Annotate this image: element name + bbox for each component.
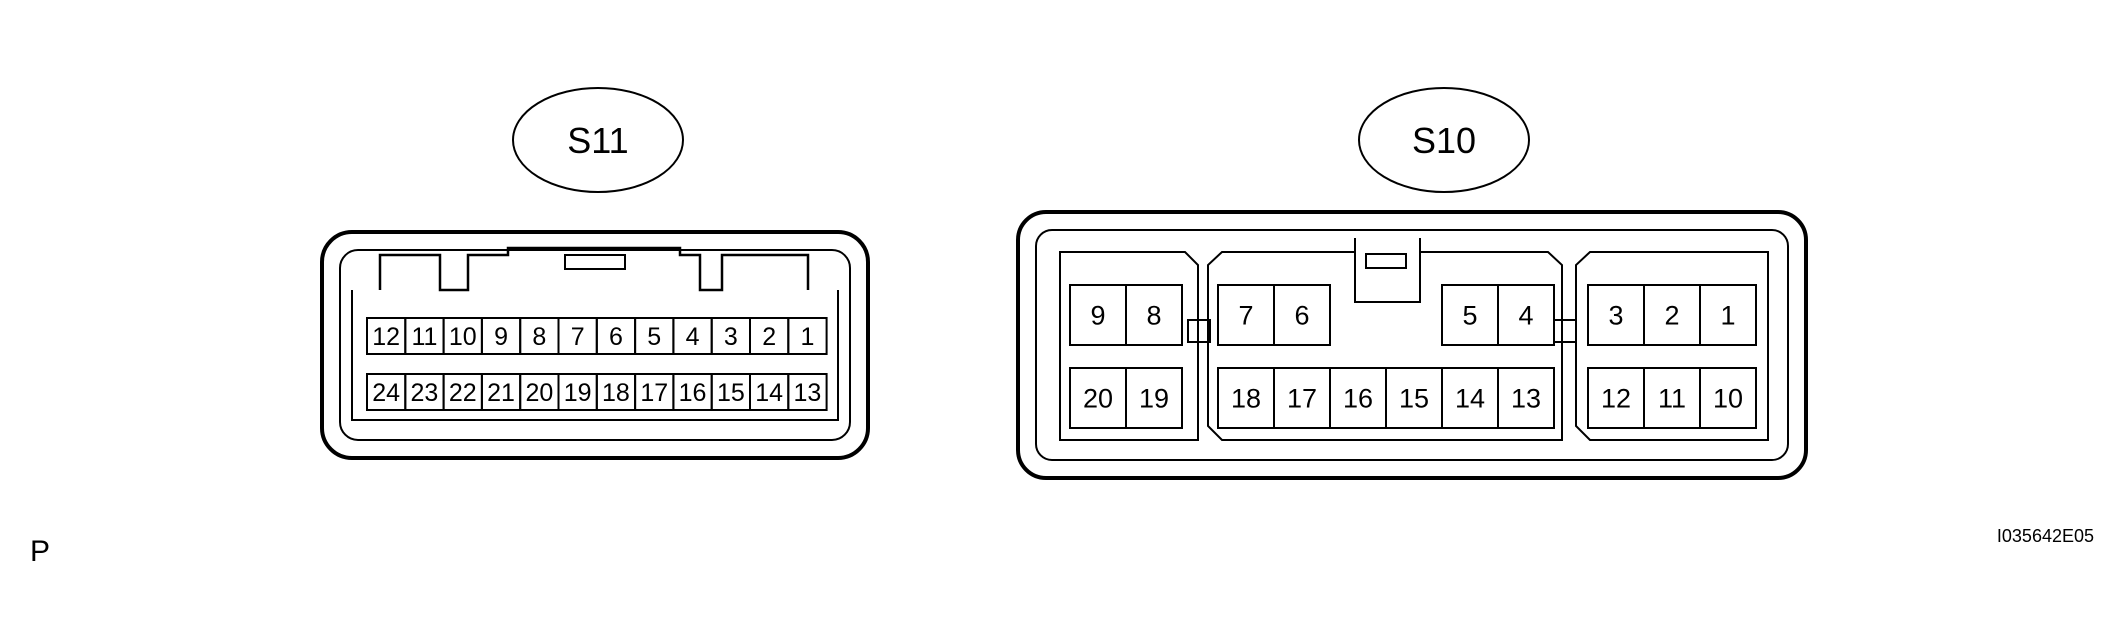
connector-s11-pin-16: 16 xyxy=(679,379,707,407)
connector-s10-pin-4-box xyxy=(1497,284,1555,346)
connector-s10-lock-tab-right xyxy=(1553,319,1577,343)
connector-s10-housing-outer xyxy=(1016,210,1808,480)
connector-s11-pin-8: 8 xyxy=(532,323,546,351)
connector-s10-lock-tab-left xyxy=(1187,319,1211,343)
connector-s11-pin-22: 22 xyxy=(449,379,477,407)
connector-s11-pin-10: 10 xyxy=(449,323,477,351)
corner-label-left: P xyxy=(30,535,51,568)
connector-s10-pin-20: 20 xyxy=(1083,384,1113,414)
connector-s10-pin-8: 8 xyxy=(1146,301,1161,331)
connector-s11-pin-20: 20 xyxy=(525,379,553,407)
connector-s10-label-bubble xyxy=(1358,87,1530,193)
connector-s11-pin-14: 14 xyxy=(755,379,783,407)
connector-s11-pin-1: 1 xyxy=(800,323,814,351)
connector-s10-pin-3: 3 xyxy=(1608,301,1623,331)
connector-s11-pin-5: 5 xyxy=(647,323,661,351)
connector-s10-pin-5: 5 xyxy=(1462,301,1477,331)
connector-s10-pin-17: 17 xyxy=(1287,384,1317,414)
connector-s11-pin-12: 12 xyxy=(372,323,400,351)
connector-s11-key-profile xyxy=(378,246,810,292)
connector-s10-pin-2: 2 xyxy=(1664,301,1679,331)
connector-s11-pin-2: 2 xyxy=(762,323,776,351)
connector-s11-pin-21: 21 xyxy=(487,379,515,407)
connector-s11-pin-7: 7 xyxy=(571,323,585,351)
connector-s10-pin-7: 7 xyxy=(1238,301,1253,331)
connector-s10-cells: 9 8 20 19 7 6 5 4 18 17 16 15 14 13 3 2 1 12 11 10 xyxy=(1069,284,1757,429)
corner-label-right: I035642E05 xyxy=(1996,526,2094,546)
connector-s10-housing-inner xyxy=(1035,229,1789,461)
connector-s11-inner-lip xyxy=(351,290,839,421)
connector-s11-pin-6: 6 xyxy=(609,323,623,351)
connector-s10-pin-12: 12 xyxy=(1601,384,1631,414)
connector-s10-pin-10-box xyxy=(1699,367,1757,429)
connector-s10-pin-19-box xyxy=(1125,367,1183,429)
connector-s10-pin-4: 4 xyxy=(1518,301,1533,331)
connector-s11-housing-outer xyxy=(320,230,870,460)
connector-s11-pin-13-box xyxy=(787,373,828,411)
connector-s11-label: S11 xyxy=(567,120,628,161)
connector-s11-pin-15: 15 xyxy=(717,379,745,407)
connector-s11-pin-18: 18 xyxy=(602,379,630,407)
connector-s10-pin-1-box xyxy=(1699,284,1757,346)
connector-s11-pin-24: 24 xyxy=(372,379,400,407)
connector-s10-pin-6: 6 xyxy=(1294,301,1309,331)
connector-s11-label-bubble xyxy=(512,87,684,193)
connector-s10-pin-11: 11 xyxy=(1658,384,1686,414)
connector-s10-group1-outline xyxy=(1059,251,1199,441)
connector-s10-pin-10: 10 xyxy=(1713,384,1743,414)
connector-s10-pin-14: 14 xyxy=(1455,384,1485,414)
connector-s10-label: S10 xyxy=(1412,120,1476,161)
connector-s11-pin-3: 3 xyxy=(724,323,738,351)
connector-s10-pin-13: 13 xyxy=(1511,384,1541,414)
connector-s10-pin-9: 9 xyxy=(1090,301,1105,331)
connector-s11-pin-19: 19 xyxy=(564,379,592,407)
connector-s11-pin-23: 23 xyxy=(411,379,439,407)
connector-s10-pin-6-box xyxy=(1273,284,1331,346)
connector-s10-pin-19: 19 xyxy=(1139,384,1169,414)
connector-s10-pin-18: 18 xyxy=(1231,384,1261,414)
connector-s10-pin-16: 16 xyxy=(1343,384,1373,414)
connector-s10-group3-outline xyxy=(1575,251,1769,441)
connector-s10-pin-15: 15 xyxy=(1399,384,1429,414)
connector-s10-pin-8-box xyxy=(1125,284,1183,346)
connector-s11-pin-13: 13 xyxy=(794,379,822,407)
connector-s11-pin-4: 4 xyxy=(686,323,700,351)
connector-s11-pin-17: 17 xyxy=(640,379,668,407)
connector-s11-pin-1-box xyxy=(787,317,828,355)
connector-s10-latch xyxy=(1365,253,1407,269)
connector-s10-pin-13-box xyxy=(1497,367,1555,429)
connector-s11-housing-inner xyxy=(339,249,851,441)
connector-s10: S10 9 8 20 19 7 6 5 4 18 17 16 15 14 13 3 2 1 12 11 10 xyxy=(1016,87,1808,480)
connector-s11-pin-11: 11 xyxy=(411,323,437,351)
connector-s11-pin-9: 9 xyxy=(494,323,508,351)
connector-s11-key-notch xyxy=(564,254,626,270)
connector-s10-pin-1: 1 xyxy=(1720,301,1735,331)
